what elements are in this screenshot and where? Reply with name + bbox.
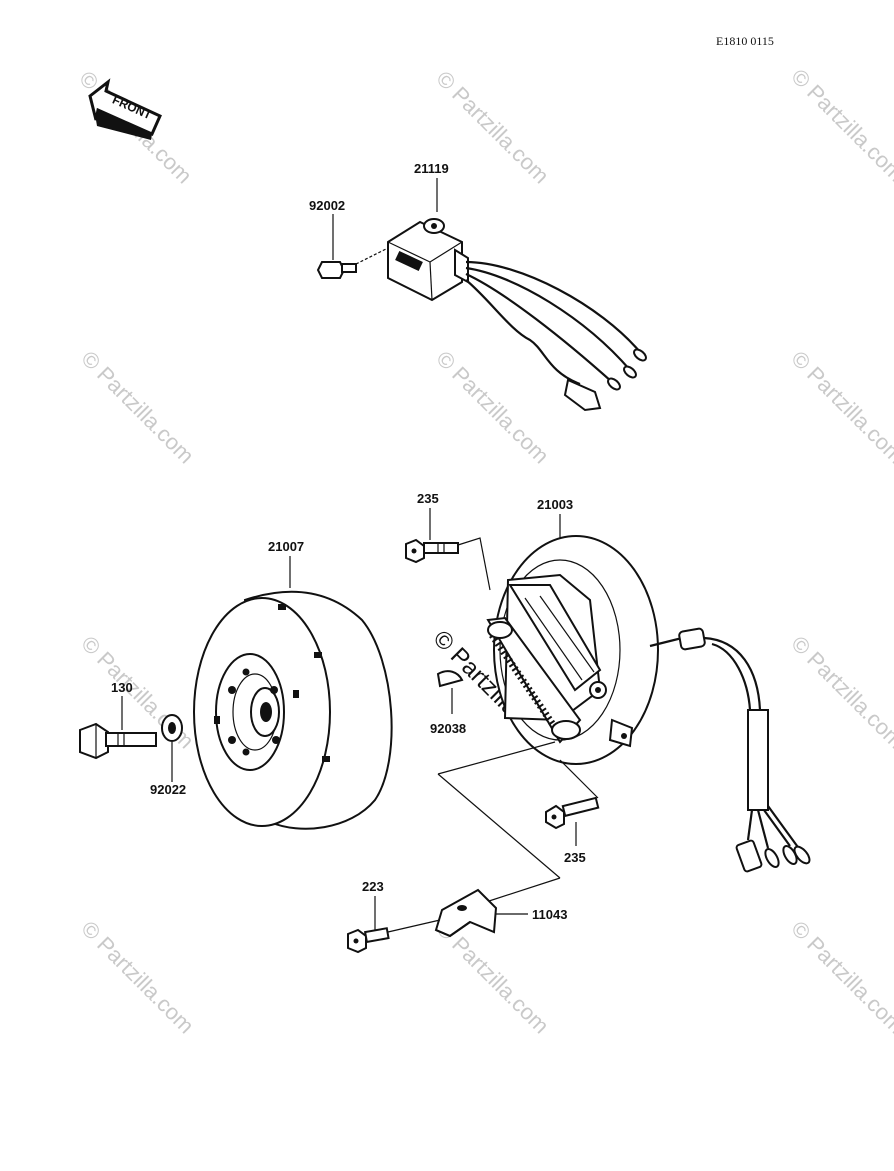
stator-screw-top: [405, 537, 491, 591]
front-arrow-icon: FRONT: [88, 78, 162, 140]
label-flywheel: 21007: [268, 539, 304, 554]
assembly-line: [485, 877, 561, 903]
cdi-bolt: [316, 247, 389, 279]
label-cdi-unit: 21119: [414, 161, 449, 176]
label-stator: 21003: [537, 497, 573, 512]
watermark: © Partzilla.com: [431, 346, 554, 469]
clamp-screw: [347, 919, 441, 954]
wire-clamp: [434, 888, 498, 938]
label-stator-screw-top: 235: [417, 491, 439, 506]
label-flywheel-bolt: 130: [111, 680, 133, 695]
label-woodruff-key: 92038: [430, 721, 466, 736]
stator-screw-bottom: [545, 759, 600, 830]
watermark: © Partzilla.com: [76, 916, 199, 1039]
stator: [486, 535, 811, 873]
watermarks: © Partzilla.com © Partzilla.com © Partzi…: [74, 64, 894, 1039]
assembly-line: [437, 773, 561, 879]
flywheel: [193, 590, 393, 830]
woodruff-key: [436, 670, 464, 688]
watermark: © Partzilla.com: [431, 66, 554, 189]
watermark: © Partzilla.com: [786, 916, 894, 1039]
cdi-unit: [387, 218, 647, 412]
watermark: © Partzilla.com: [786, 64, 894, 187]
label-washer: 92022: [150, 782, 186, 797]
label-wire-clamp: 11043: [532, 907, 567, 922]
washer: [161, 714, 183, 742]
label-stator-screw-bottom: 235: [564, 850, 586, 865]
drawing-code: E1810 0115: [716, 34, 774, 48]
assembly-line: [437, 741, 556, 775]
watermark: © Partzilla.com: [786, 631, 894, 754]
label-cdi-bolt: 92002: [309, 198, 345, 213]
label-clamp-screw: 223: [362, 879, 384, 894]
watermark: © Partzilla.com: [786, 346, 894, 469]
flywheel-bolt: [79, 722, 157, 760]
watermark: © Partzilla.com: [76, 346, 199, 469]
